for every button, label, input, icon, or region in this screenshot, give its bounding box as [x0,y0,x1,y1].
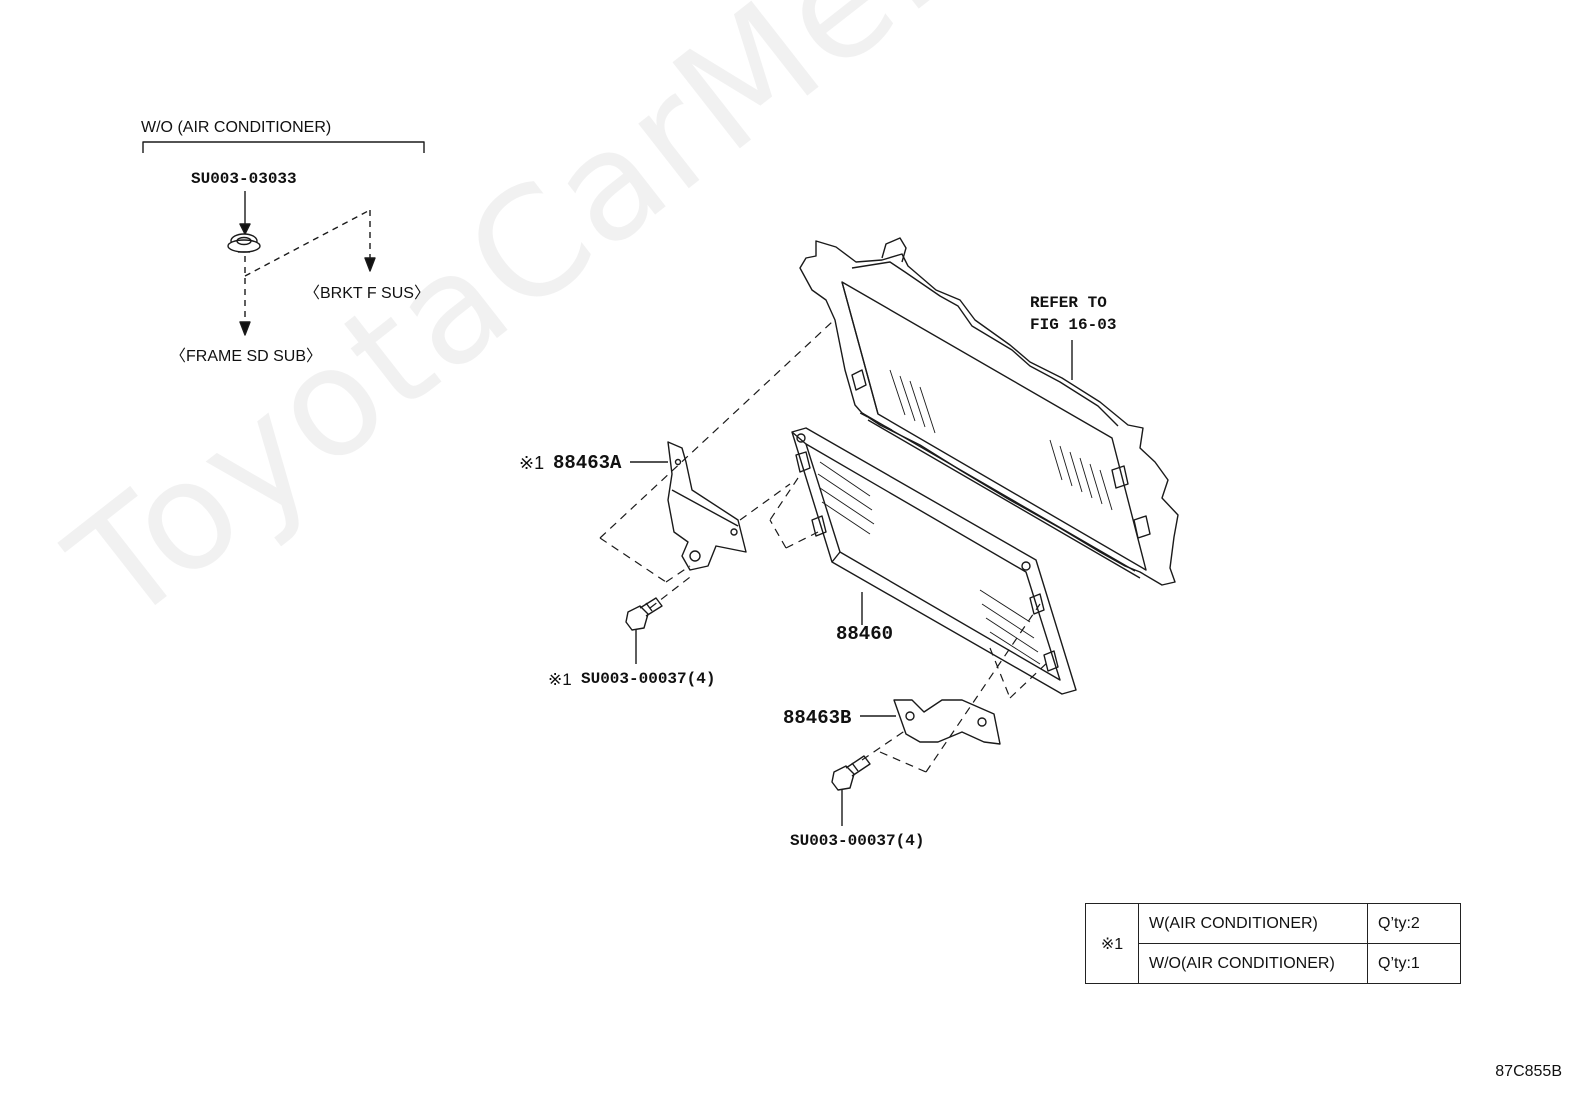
clip-part [227,191,261,253]
condenser [791,427,1077,695]
bolt-a-mark: ※1 [548,670,572,689]
note-condition-1: W(AIR CONDITIONER) [1138,903,1368,944]
note-qty-1: Q’ty:2 [1367,903,1461,944]
bolt-b [831,755,871,826]
bracket-a-mark: ※1 [519,453,545,473]
refer-label-line1: REFER TO [1030,294,1107,312]
note-qty-2: Q’ty:1 [1367,943,1461,984]
note-condition-2: W/O(AIR CONDITIONER) [1138,943,1368,984]
inset-leaders [244,209,371,322]
inset-dest-brkt: 〈BRKT F SUS〉 [304,285,430,302]
bolt-b-label: SU003-00037(4) [790,832,925,850]
refer-label-line2: FIG 16-03 [1030,316,1117,334]
inset-bracket [142,141,425,153]
radiator-assembly [799,237,1179,586]
figure-code: 87C855B [1495,1063,1562,1080]
bolt-a [625,597,663,664]
bracket-b-label: 88463B [783,707,852,729]
assembly-lines [599,321,1051,773]
bolt-a-label: SU003-00037(4) [581,670,716,688]
bracket-88463a [630,441,747,571]
inset-title: W/O (AIR CONDITIONER) [141,119,332,136]
bracket-88463b [860,699,1001,745]
inset-part-number: SU003-03033 [191,170,297,188]
inset-dest-frame: 〈FRAME SD SUB〉 [170,348,323,365]
quantity-note-table: ※1 W(AIR CONDITIONER) Q’ty:2 W/O(AIR CON… [1085,903,1461,984]
bracket-a-label: 88463A [553,452,622,474]
note-mark: ※1 [1085,903,1139,984]
condenser-label: 88460 [836,623,894,645]
